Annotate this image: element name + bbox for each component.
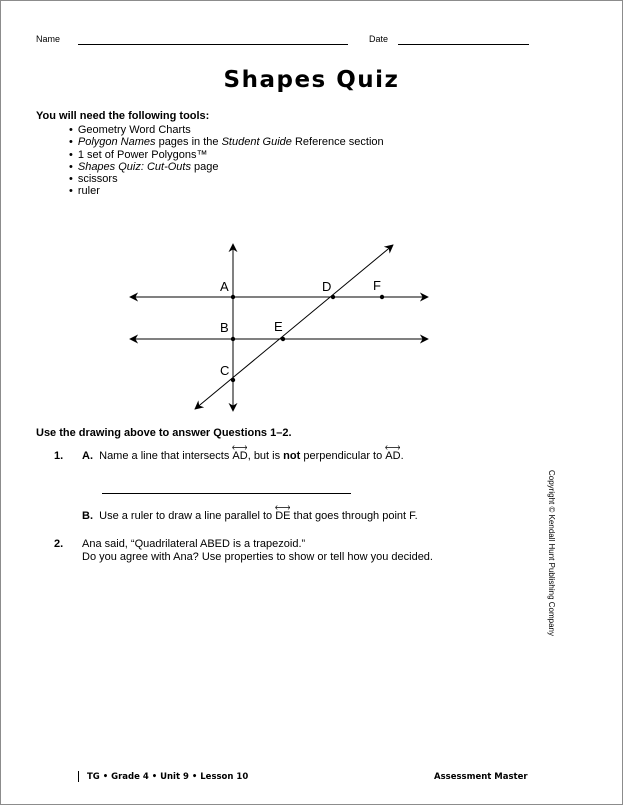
q1a: A. Name a line that intersects AD, but i… (82, 445, 404, 463)
label-b: B (220, 320, 229, 335)
label-c: C (220, 363, 229, 378)
line-notation-de: DE (275, 505, 291, 523)
point-f (379, 294, 385, 300)
line-notation-ad: AD (232, 445, 248, 463)
point-e (280, 336, 286, 342)
date-label: Date (369, 34, 389, 44)
tool-item: ruler (69, 185, 384, 197)
q2-number: 2. (54, 538, 64, 550)
point-c (230, 377, 236, 383)
page-title: Shapes Quiz (223, 67, 400, 93)
tools-heading: You will need the following tools: (36, 110, 210, 122)
tool-item: Shapes Quiz: Cut-Outs page (69, 161, 384, 173)
tool-item: Polygon Names pages in the Student Guide… (69, 136, 384, 148)
tool-item: scissors (69, 173, 384, 185)
label-a: A (220, 279, 229, 294)
label-d: D (322, 279, 331, 294)
q1-number: 1. (54, 450, 64, 462)
name-label: Name (36, 34, 61, 44)
tool-item: 1 set of Power Polygons™ (69, 149, 384, 161)
footer-lesson: TG • Grade 4 • Unit 9 • Lesson 10 (87, 772, 249, 782)
q2-line-2: Do you agree with Ana? Use properties to… (82, 551, 433, 563)
questions-intro: Use the drawing above to answer Question… (36, 427, 292, 439)
copyright-notice: Copyright © Kendall Hunt Publishing Comp… (547, 470, 556, 636)
footer-assessment: Assessment Master (434, 772, 528, 782)
label-e: E (274, 319, 283, 334)
name-line (78, 44, 348, 45)
q2-line-1: Ana said, “Quadrilateral ABED is a trape… (82, 538, 306, 550)
line-notation-ad-2: AD (385, 445, 401, 463)
q1a-answer-line[interactable] (102, 493, 351, 494)
q2-text: Ana said, “Quadrilateral ABED is a trape… (82, 538, 433, 564)
point-d (330, 294, 336, 300)
label-f: F (373, 278, 381, 293)
line-transversal (194, 244, 394, 410)
tools-list: Geometry Word ChartsPolygon Names pages … (69, 124, 384, 198)
footer-bar (78, 771, 79, 782)
date-line (398, 44, 529, 45)
point-a (230, 294, 236, 300)
point-b (230, 336, 236, 342)
q1b: B. Use a ruler to draw a line parallel t… (82, 505, 418, 523)
tool-item: Geometry Word Charts (69, 124, 384, 136)
